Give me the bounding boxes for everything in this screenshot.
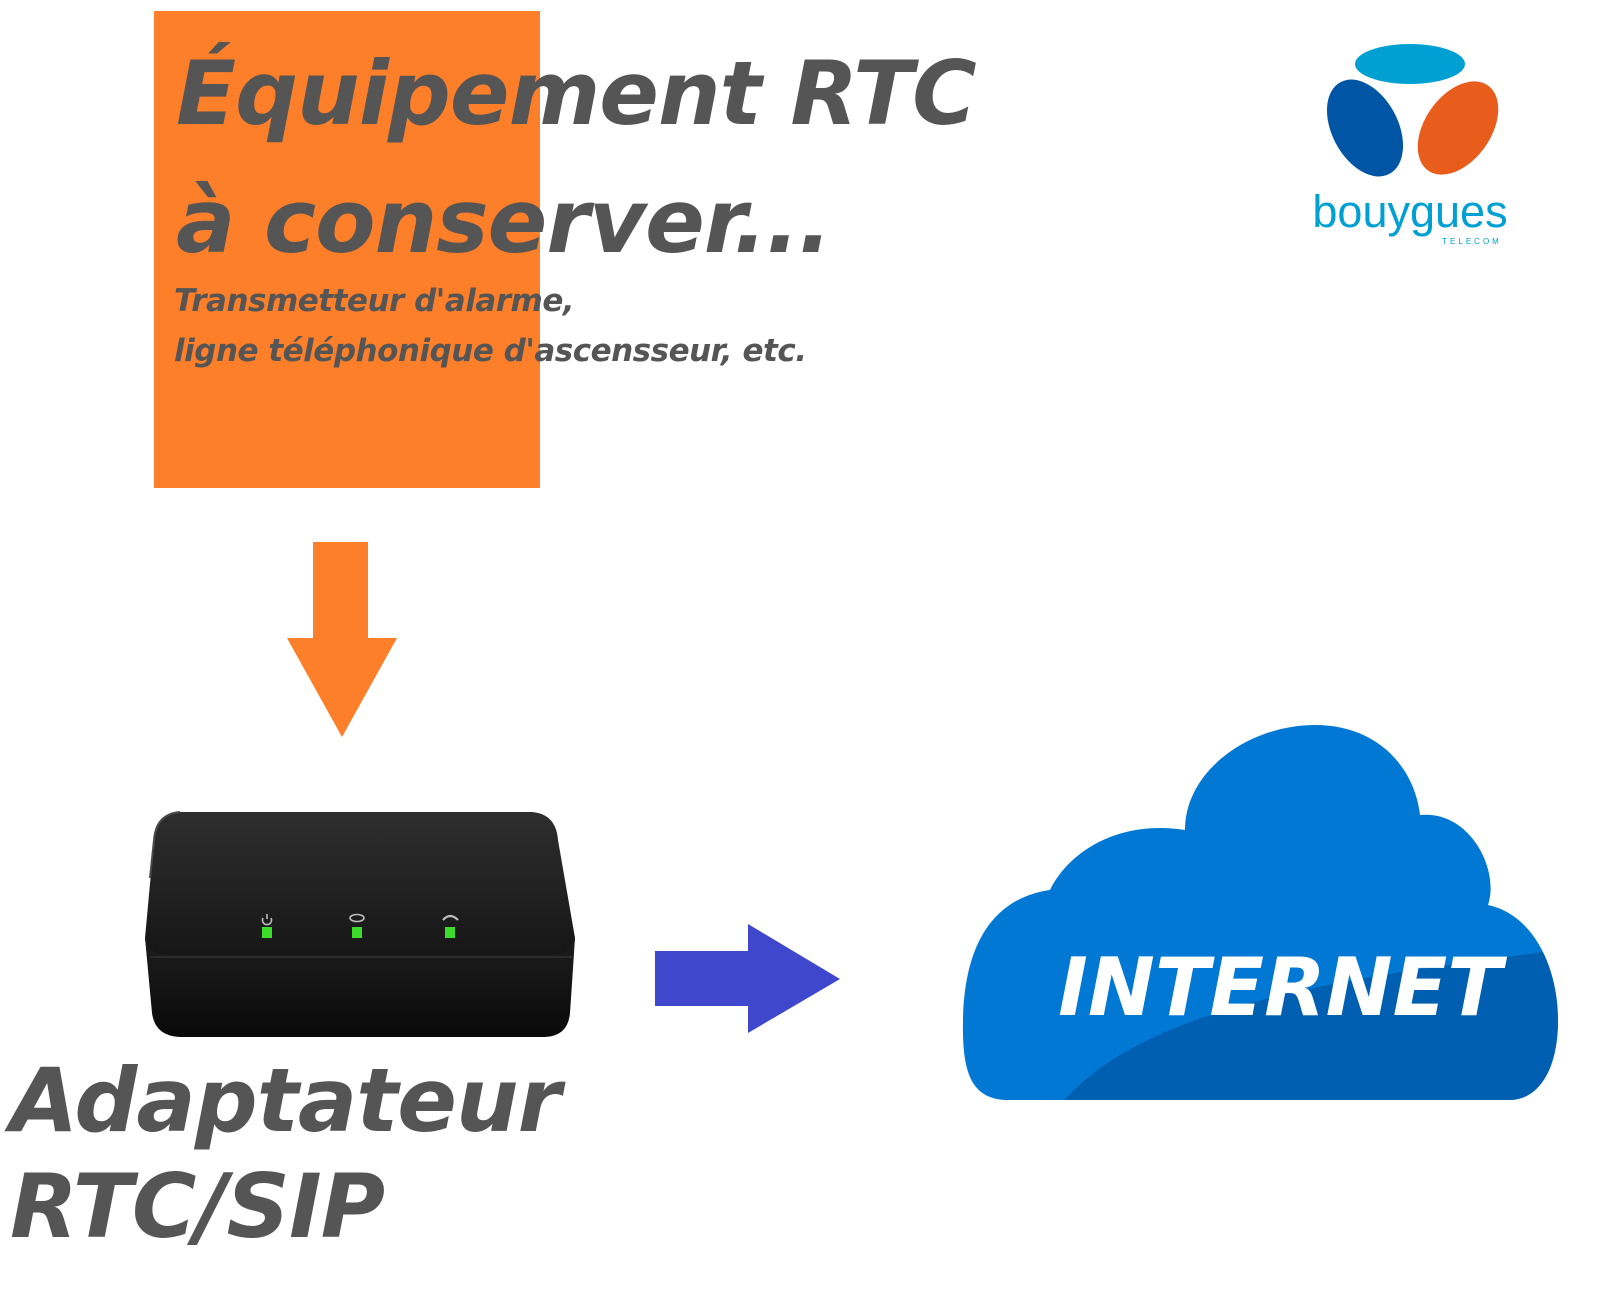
- power-icon: [261, 914, 273, 926]
- orange-highlight-block: [154, 11, 540, 488]
- equipment-description: Transmetteur d'alarme, ligne téléphoniqu…: [174, 276, 807, 376]
- adapter-label: Adaptateur RTC/SIP: [10, 1048, 561, 1260]
- rtc-sip-adapter-device: [145, 811, 575, 1037]
- logo-top-ellipse: [1355, 44, 1465, 84]
- internet-label: INTERNET: [1058, 941, 1507, 1034]
- equipment-description-line2: ligne téléphonique d'ascensseur, etc.: [174, 333, 807, 369]
- internet-cloud: INTERNET: [962, 725, 1559, 1100]
- equipment-title-line2: à conserver...: [176, 170, 832, 273]
- right-arrow: [655, 924, 840, 1033]
- logo-right-ellipse: [1417, 81, 1499, 175]
- logo-left-ellipse: [1326, 79, 1404, 177]
- power-led: [262, 927, 272, 938]
- logo-brand-text: bouygues: [1312, 186, 1507, 237]
- phone-icon: [442, 914, 459, 921]
- logo-tagline-text: TELECOM: [1442, 237, 1502, 246]
- network-led: [352, 927, 362, 938]
- equipment-description-line1: Transmetteur d'alarme,: [174, 283, 575, 319]
- equipment-title: Équipement RTC à conserver...: [176, 30, 977, 286]
- phone-led: [445, 927, 455, 938]
- down-arrow: [287, 542, 397, 737]
- adapter-label-line1: Adaptateur: [10, 1049, 561, 1152]
- bouygues-telecom-logo: bouygues TELECOM: [1312, 44, 1508, 246]
- network-icon: [349, 913, 365, 923]
- equipment-title-line1: Équipement RTC: [176, 42, 977, 145]
- adapter-label-line2: RTC/SIP: [10, 1155, 385, 1258]
